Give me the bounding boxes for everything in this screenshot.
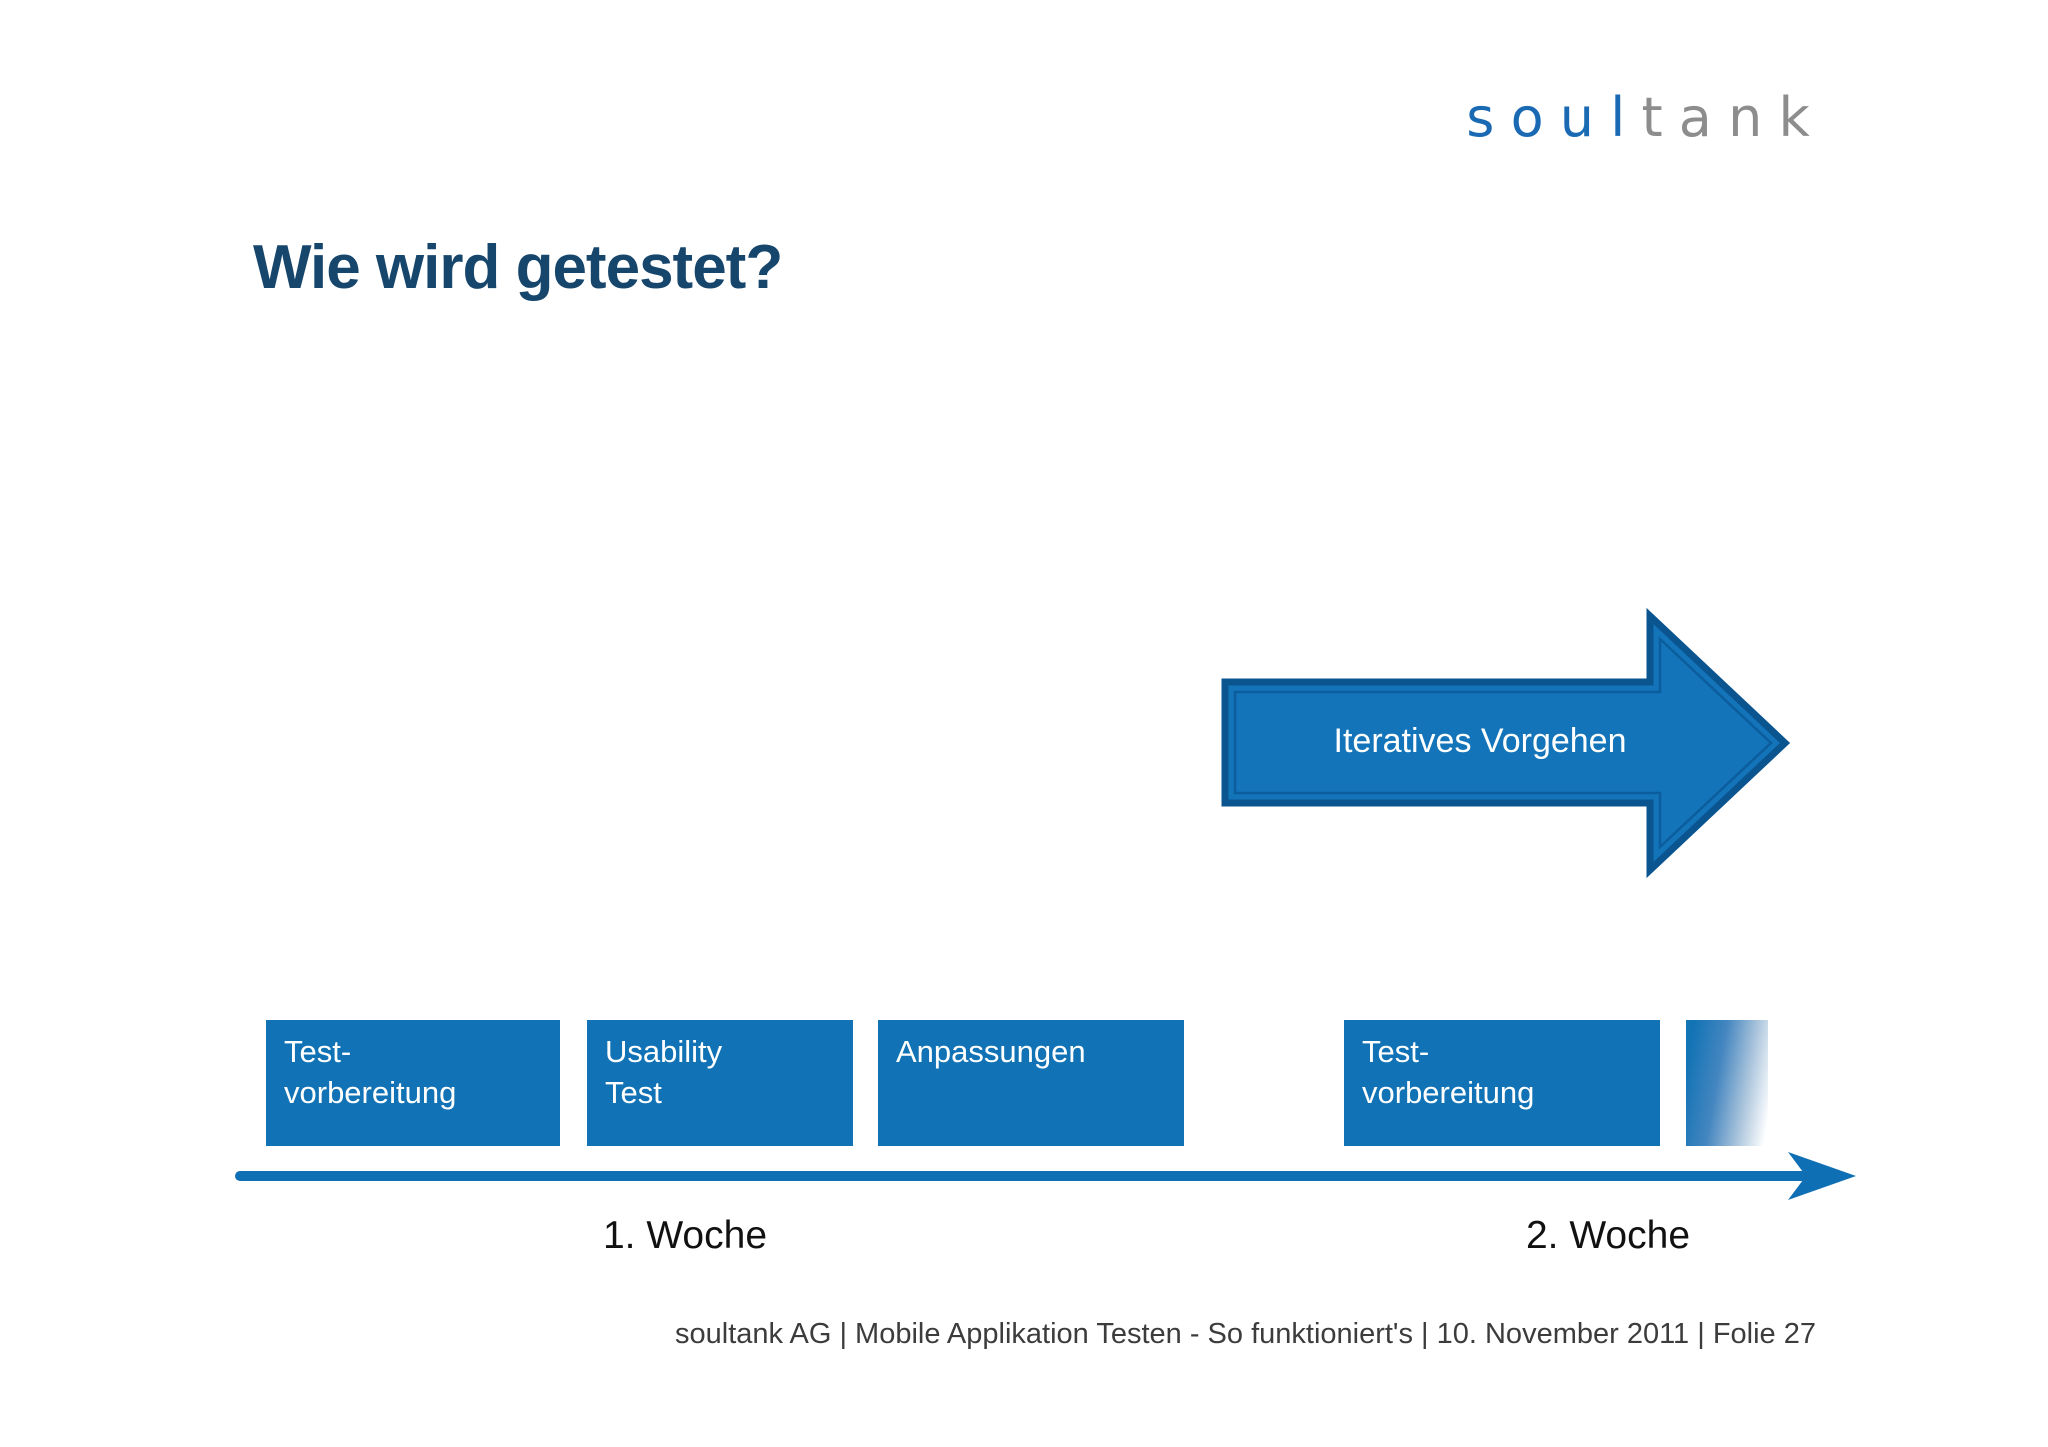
phase-box-line2: vorbereitung [1362, 1074, 1535, 1110]
right-arrow-shape-icon [1221, 607, 1791, 879]
phase-box-line1: Anpassungen [896, 1034, 1086, 1069]
phase-box-usability-test: Usability Test [587, 1020, 853, 1146]
week2-label: 2. Woche [1525, 1214, 1691, 1257]
week1-label: 1. Woche [602, 1214, 768, 1257]
slide-title: Wie wird getestet? [253, 233, 783, 302]
phase-box-line2: Test [605, 1074, 662, 1110]
phase-box-line1: Usability [605, 1034, 723, 1069]
logo-text-tank: tank [1641, 86, 1826, 149]
logo-text-soul: soul [1466, 86, 1642, 149]
phase-box-test-vorbereitung-2: Test- vorbereitung [1344, 1020, 1660, 1146]
phase-box-line2: vorbereitung [284, 1074, 457, 1110]
timeline-axis-arrow-icon [235, 1152, 1856, 1200]
iterative-arrow-label: Iteratives Vorgehen [1333, 722, 1627, 760]
phase-box-line1: Test- [1362, 1034, 1430, 1069]
phase-box-fade-continuation [1686, 1020, 1768, 1146]
iterative-process-arrow: Iteratives Vorgehen [1210, 606, 1800, 884]
phase-box-line1: Test- [284, 1034, 352, 1069]
phase-box-anpassungen: Anpassungen [878, 1020, 1184, 1146]
phase-box-test-vorbereitung-1: Test- vorbereitung [266, 1020, 560, 1146]
slide-footer: soultank AG | Mobile Applikation Testen … [675, 1318, 1816, 1350]
soultank-logo: soultank [1466, 86, 1826, 149]
